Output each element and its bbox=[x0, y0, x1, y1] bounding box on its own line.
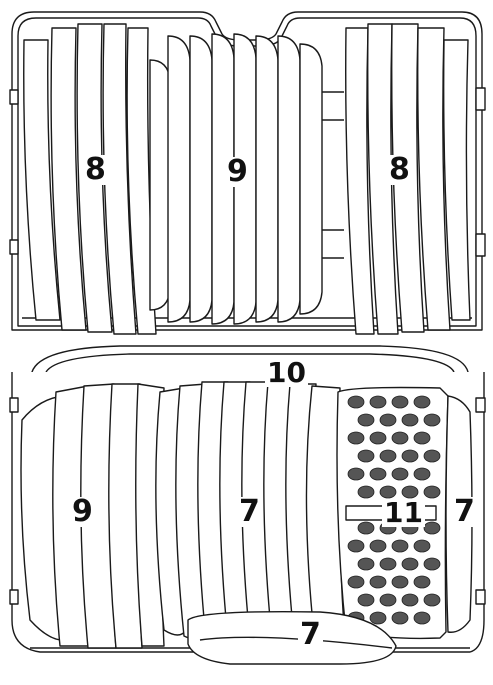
basket-hole bbox=[391, 467, 409, 481]
basket-hole bbox=[357, 485, 375, 499]
label-cutlery-basket: 11 bbox=[382, 496, 425, 529]
label-lower-right: 7 bbox=[452, 494, 477, 529]
basket-hole bbox=[423, 521, 441, 535]
basket-hole bbox=[401, 557, 419, 571]
basket-hole bbox=[369, 395, 387, 409]
label-tray: 10 bbox=[265, 356, 308, 389]
basket-hole bbox=[369, 575, 387, 589]
basket-hole bbox=[357, 413, 375, 427]
basket-hole bbox=[379, 413, 397, 427]
basket-hole bbox=[369, 611, 387, 625]
basket-hole bbox=[423, 593, 441, 607]
basket-hole bbox=[401, 485, 419, 499]
basket-hole bbox=[357, 521, 375, 535]
basket-hole bbox=[369, 539, 387, 553]
basket-hole bbox=[391, 539, 409, 553]
basket-hole bbox=[401, 449, 419, 463]
label-lower-center: 7 bbox=[237, 494, 262, 529]
basket-hole bbox=[357, 557, 375, 571]
label-lower-bottom: 7 bbox=[298, 617, 323, 652]
basket-hole bbox=[401, 593, 419, 607]
basket-hole bbox=[413, 467, 431, 481]
basket-hole bbox=[347, 431, 365, 445]
basket-hole bbox=[347, 575, 365, 589]
basket-hole bbox=[413, 539, 431, 553]
basket-hole bbox=[413, 431, 431, 445]
label-upper-right: 8 bbox=[387, 152, 412, 187]
basket-hole bbox=[379, 593, 397, 607]
basket-hole bbox=[369, 431, 387, 445]
label-upper-left: 8 bbox=[83, 152, 108, 187]
label-lower-left: 9 bbox=[70, 494, 95, 529]
basket-hole bbox=[423, 413, 441, 427]
basket-hole bbox=[391, 611, 409, 625]
basket-hole bbox=[379, 557, 397, 571]
basket-hole bbox=[357, 449, 375, 463]
lower-bottom-bowl bbox=[187, 610, 397, 665]
basket-hole bbox=[423, 557, 441, 571]
basket-hole bbox=[347, 395, 365, 409]
basket-hole bbox=[391, 431, 409, 445]
basket-hole bbox=[401, 413, 419, 427]
basket-hole bbox=[413, 575, 431, 589]
basket-hole bbox=[423, 449, 441, 463]
basket-hole bbox=[413, 395, 431, 409]
basket-hole bbox=[423, 485, 441, 499]
basket-hole bbox=[379, 485, 397, 499]
label-upper-center: 9 bbox=[225, 154, 250, 189]
basket-hole bbox=[369, 467, 387, 481]
basket-hole bbox=[347, 467, 365, 481]
basket-hole bbox=[413, 611, 431, 625]
basket-hole bbox=[357, 593, 375, 607]
basket-hole bbox=[391, 575, 409, 589]
basket-hole bbox=[379, 449, 397, 463]
basket-hole bbox=[347, 539, 365, 553]
basket-hole bbox=[391, 395, 409, 409]
